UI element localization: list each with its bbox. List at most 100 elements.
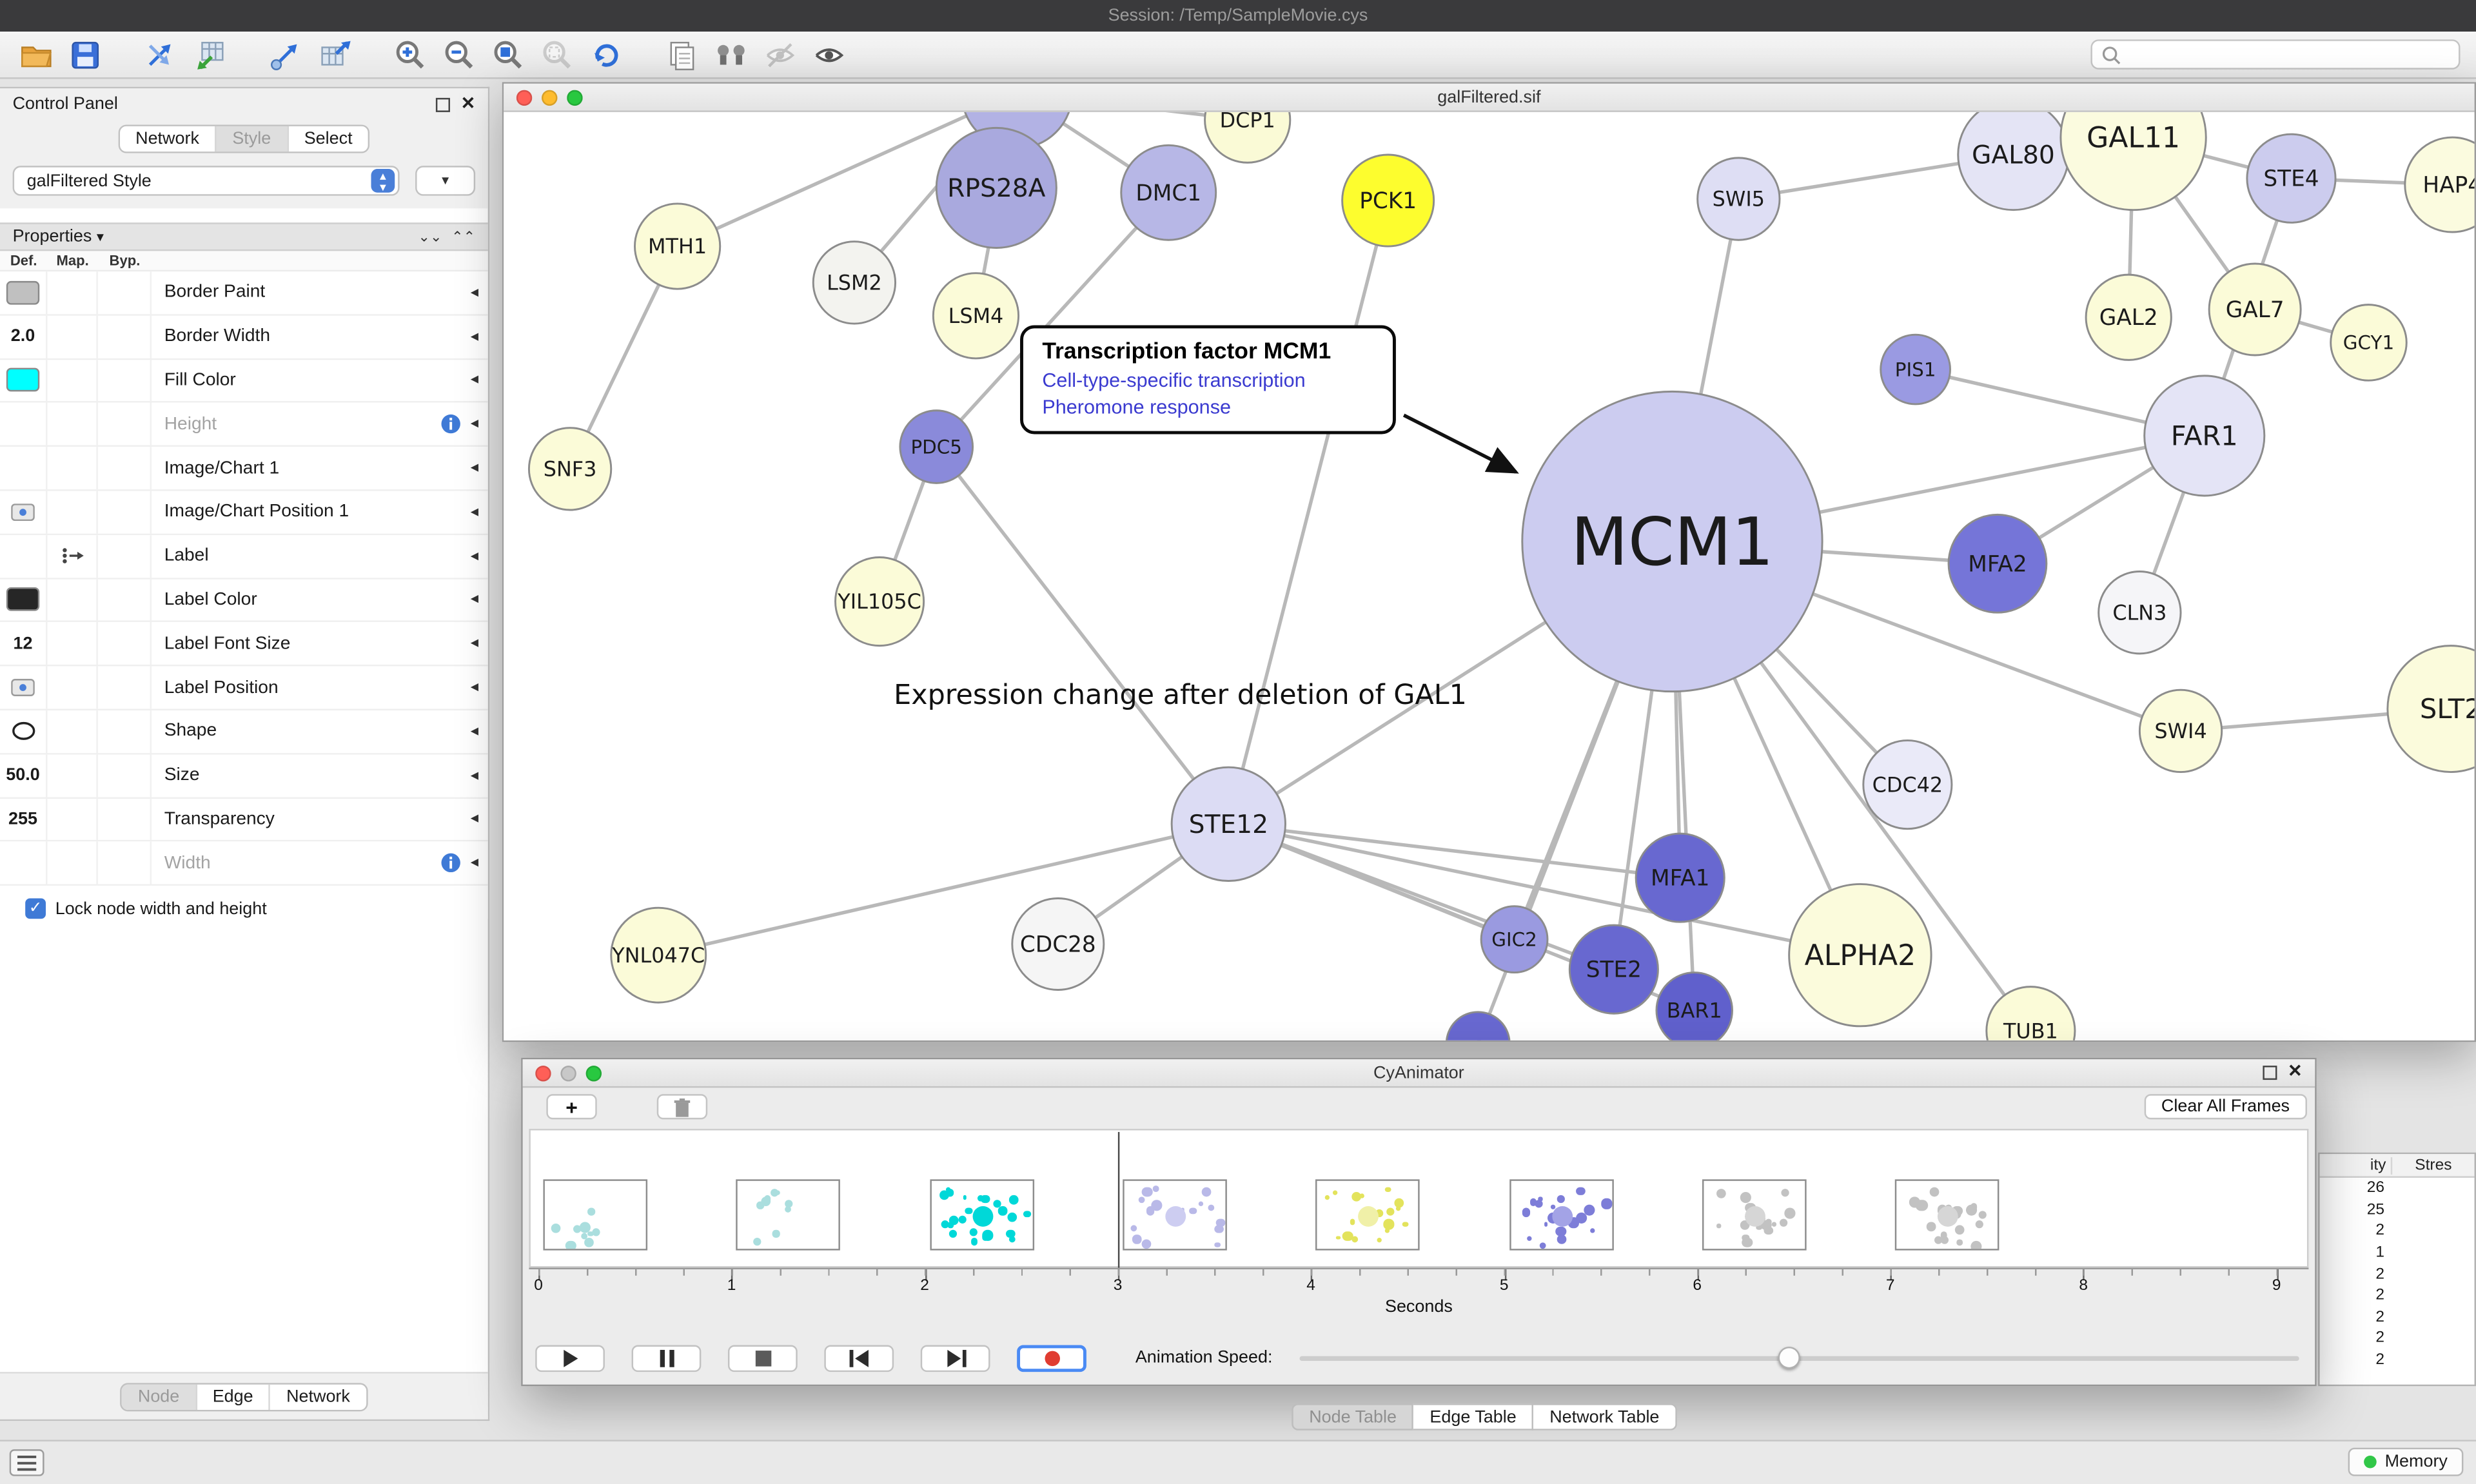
table-row[interactable]: 2 — [2375, 1265, 2384, 1284]
network-node-DMC1[interactable] — [1120, 144, 1217, 241]
network-node-MFA1[interactable] — [1635, 832, 1725, 923]
add-frame-button[interactable]: + — [546, 1094, 597, 1120]
go-to-end-button[interactable] — [920, 1344, 990, 1371]
search-input[interactable] — [2128, 44, 2451, 64]
row-expander-icon[interactable]: ◂ — [470, 503, 479, 521]
column-header-centrality[interactable]: ity — [2320, 1156, 2393, 1174]
network-node-PDC5[interactable] — [899, 409, 974, 484]
property-row-border-paint[interactable]: Border Paint◂ — [0, 271, 488, 316]
timeline-playhead[interactable] — [1117, 1131, 1121, 1268]
zoom-traffic-light[interactable] — [585, 1064, 602, 1081]
network-node-FAR1[interactable] — [2143, 375, 2266, 497]
frame-thumbnail-5[interactable] — [1315, 1179, 1420, 1251]
property-row-label-position[interactable]: Label Position◂ — [0, 666, 488, 710]
network-node-SWI5[interactable] — [1696, 157, 1781, 241]
save-icon[interactable] — [64, 35, 106, 73]
network-node-LSM4[interactable] — [932, 272, 1020, 360]
expand-all-icon[interactable]: ⌄⌄ — [418, 228, 442, 244]
network-node-HAP4[interactable] — [2404, 136, 2475, 233]
search-field[interactable] — [2090, 39, 2461, 70]
tab-edge[interactable]: Edge — [197, 1383, 271, 1409]
network-node-MFA2[interactable] — [1947, 513, 2048, 614]
default-value-swatch[interactable] — [6, 368, 40, 393]
annotation-link-1[interactable]: Cell-type-specific transcription — [1042, 369, 1306, 392]
network-node-GCY1[interactable] — [2330, 304, 2408, 382]
clear-all-frames-button[interactable]: Clear All Frames — [2143, 1094, 2307, 1120]
row-expander-icon[interactable]: ◂ — [470, 415, 479, 433]
default-value[interactable]: 12 — [13, 634, 33, 654]
minimize-traffic-light[interactable] — [542, 89, 558, 105]
network-node-YIL105C[interactable] — [834, 556, 925, 647]
property-row-image-chart-1[interactable]: Image/Chart 1◂ — [0, 447, 488, 491]
duplicate-icon[interactable] — [662, 35, 703, 73]
default-value[interactable]: 50.0 — [6, 766, 40, 785]
network-node-MTH1[interactable] — [634, 202, 722, 290]
style-options-button[interactable]: ▾ — [415, 166, 476, 196]
network-node-GIC2[interactable] — [1480, 905, 1549, 974]
slider-thumb[interactable] — [1778, 1346, 1801, 1369]
open-folder-icon[interactable] — [15, 35, 57, 73]
network-edge[interactable] — [1228, 822, 1861, 957]
frame-thumbnail-8[interactable] — [1895, 1179, 1999, 1251]
import-network-icon[interactable] — [141, 35, 182, 73]
row-expander-icon[interactable]: ◂ — [470, 679, 479, 697]
table-row[interactable]: 2 — [2375, 1287, 2384, 1305]
network-node-DCP1[interactable] — [1204, 112, 1292, 164]
default-value-swatch[interactable] — [6, 588, 40, 612]
go-to-start-button[interactable] — [824, 1344, 894, 1371]
hide-selected-icon[interactable] — [760, 35, 801, 73]
network-node-SNF3[interactable] — [527, 427, 613, 511]
cyanimator-titlebar[interactable]: CyAnimator ✕ — [522, 1059, 2315, 1088]
row-expander-icon[interactable]: ◂ — [470, 723, 479, 741]
network-node-SLT2[interactable] — [2386, 645, 2475, 773]
network-node-BAR1[interactable] — [1655, 971, 1733, 1040]
network-node-CDC42[interactable] — [1862, 739, 1953, 830]
row-expander-icon[interactable]: ◂ — [470, 766, 479, 785]
property-row-width[interactable]: Width◂ — [0, 842, 488, 886]
network-node-CLN3[interactable] — [2098, 571, 2182, 655]
row-expander-icon[interactable]: ◂ — [470, 547, 479, 565]
import-table-icon[interactable] — [190, 35, 231, 73]
tab-style[interactable]: Style — [216, 126, 289, 152]
dock-window-icon[interactable] — [2262, 1066, 2277, 1080]
tab-network-style[interactable]: Network — [270, 1383, 366, 1409]
annotation-box[interactable]: Transcription factor MCM1 Cell-type-spec… — [1020, 325, 1396, 434]
network-edge[interactable] — [935, 191, 1170, 448]
refresh-icon[interactable] — [586, 35, 627, 73]
network-node-MCM1[interactable] — [1521, 390, 1823, 693]
tab-select[interactable]: Select — [288, 126, 369, 152]
lock-checkbox[interactable]: ✓ — [25, 898, 46, 919]
delete-frame-button[interactable] — [656, 1094, 708, 1120]
network-edge[interactable] — [1226, 200, 1390, 825]
close-traffic-light[interactable] — [516, 89, 533, 105]
default-value[interactable]: 2.0 — [10, 327, 35, 346]
zoom-out-icon[interactable] — [439, 35, 480, 73]
zoom-fit-icon[interactable] — [488, 35, 529, 73]
tab-network-table[interactable]: Network Table — [1533, 1403, 1677, 1430]
annotation-link-2[interactable]: Pheromone response — [1042, 396, 1232, 418]
default-value[interactable]: 255 — [8, 810, 37, 829]
network-node-N1[interactable] — [1446, 1011, 1511, 1040]
zoom-selected-icon[interactable] — [537, 35, 578, 73]
panel-menu-button[interactable] — [9, 1449, 44, 1476]
close-icon[interactable]: ✕ — [460, 93, 476, 113]
network-node-LSM2[interactable] — [812, 240, 897, 325]
network-node-PIS1[interactable] — [1880, 333, 1951, 405]
network-node-STE12[interactable] — [1170, 766, 1286, 883]
row-expander-icon[interactable]: ◂ — [470, 284, 479, 302]
properties-header[interactable]: Properties ▾ ⌄⌄⌃⌃ — [0, 222, 488, 251]
record-button[interactable] — [1017, 1344, 1086, 1371]
default-value-swatch[interactable] — [6, 280, 40, 305]
row-expander-icon[interactable]: ◂ — [470, 371, 479, 389]
row-expander-icon[interactable]: ◂ — [470, 810, 479, 828]
export-table-icon[interactable] — [314, 35, 355, 73]
close-icon[interactable]: ✕ — [2288, 1062, 2303, 1082]
network-edge[interactable] — [676, 112, 1017, 248]
table-row[interactable]: 2 — [2375, 1222, 2384, 1240]
table-row[interactable]: 2 — [2375, 1351, 2384, 1369]
network-edge[interactable] — [1228, 822, 1681, 880]
show-all-icon[interactable] — [809, 35, 850, 73]
frame-thumbnail-6[interactable] — [1509, 1179, 1613, 1251]
pause-button[interactable] — [631, 1344, 702, 1371]
